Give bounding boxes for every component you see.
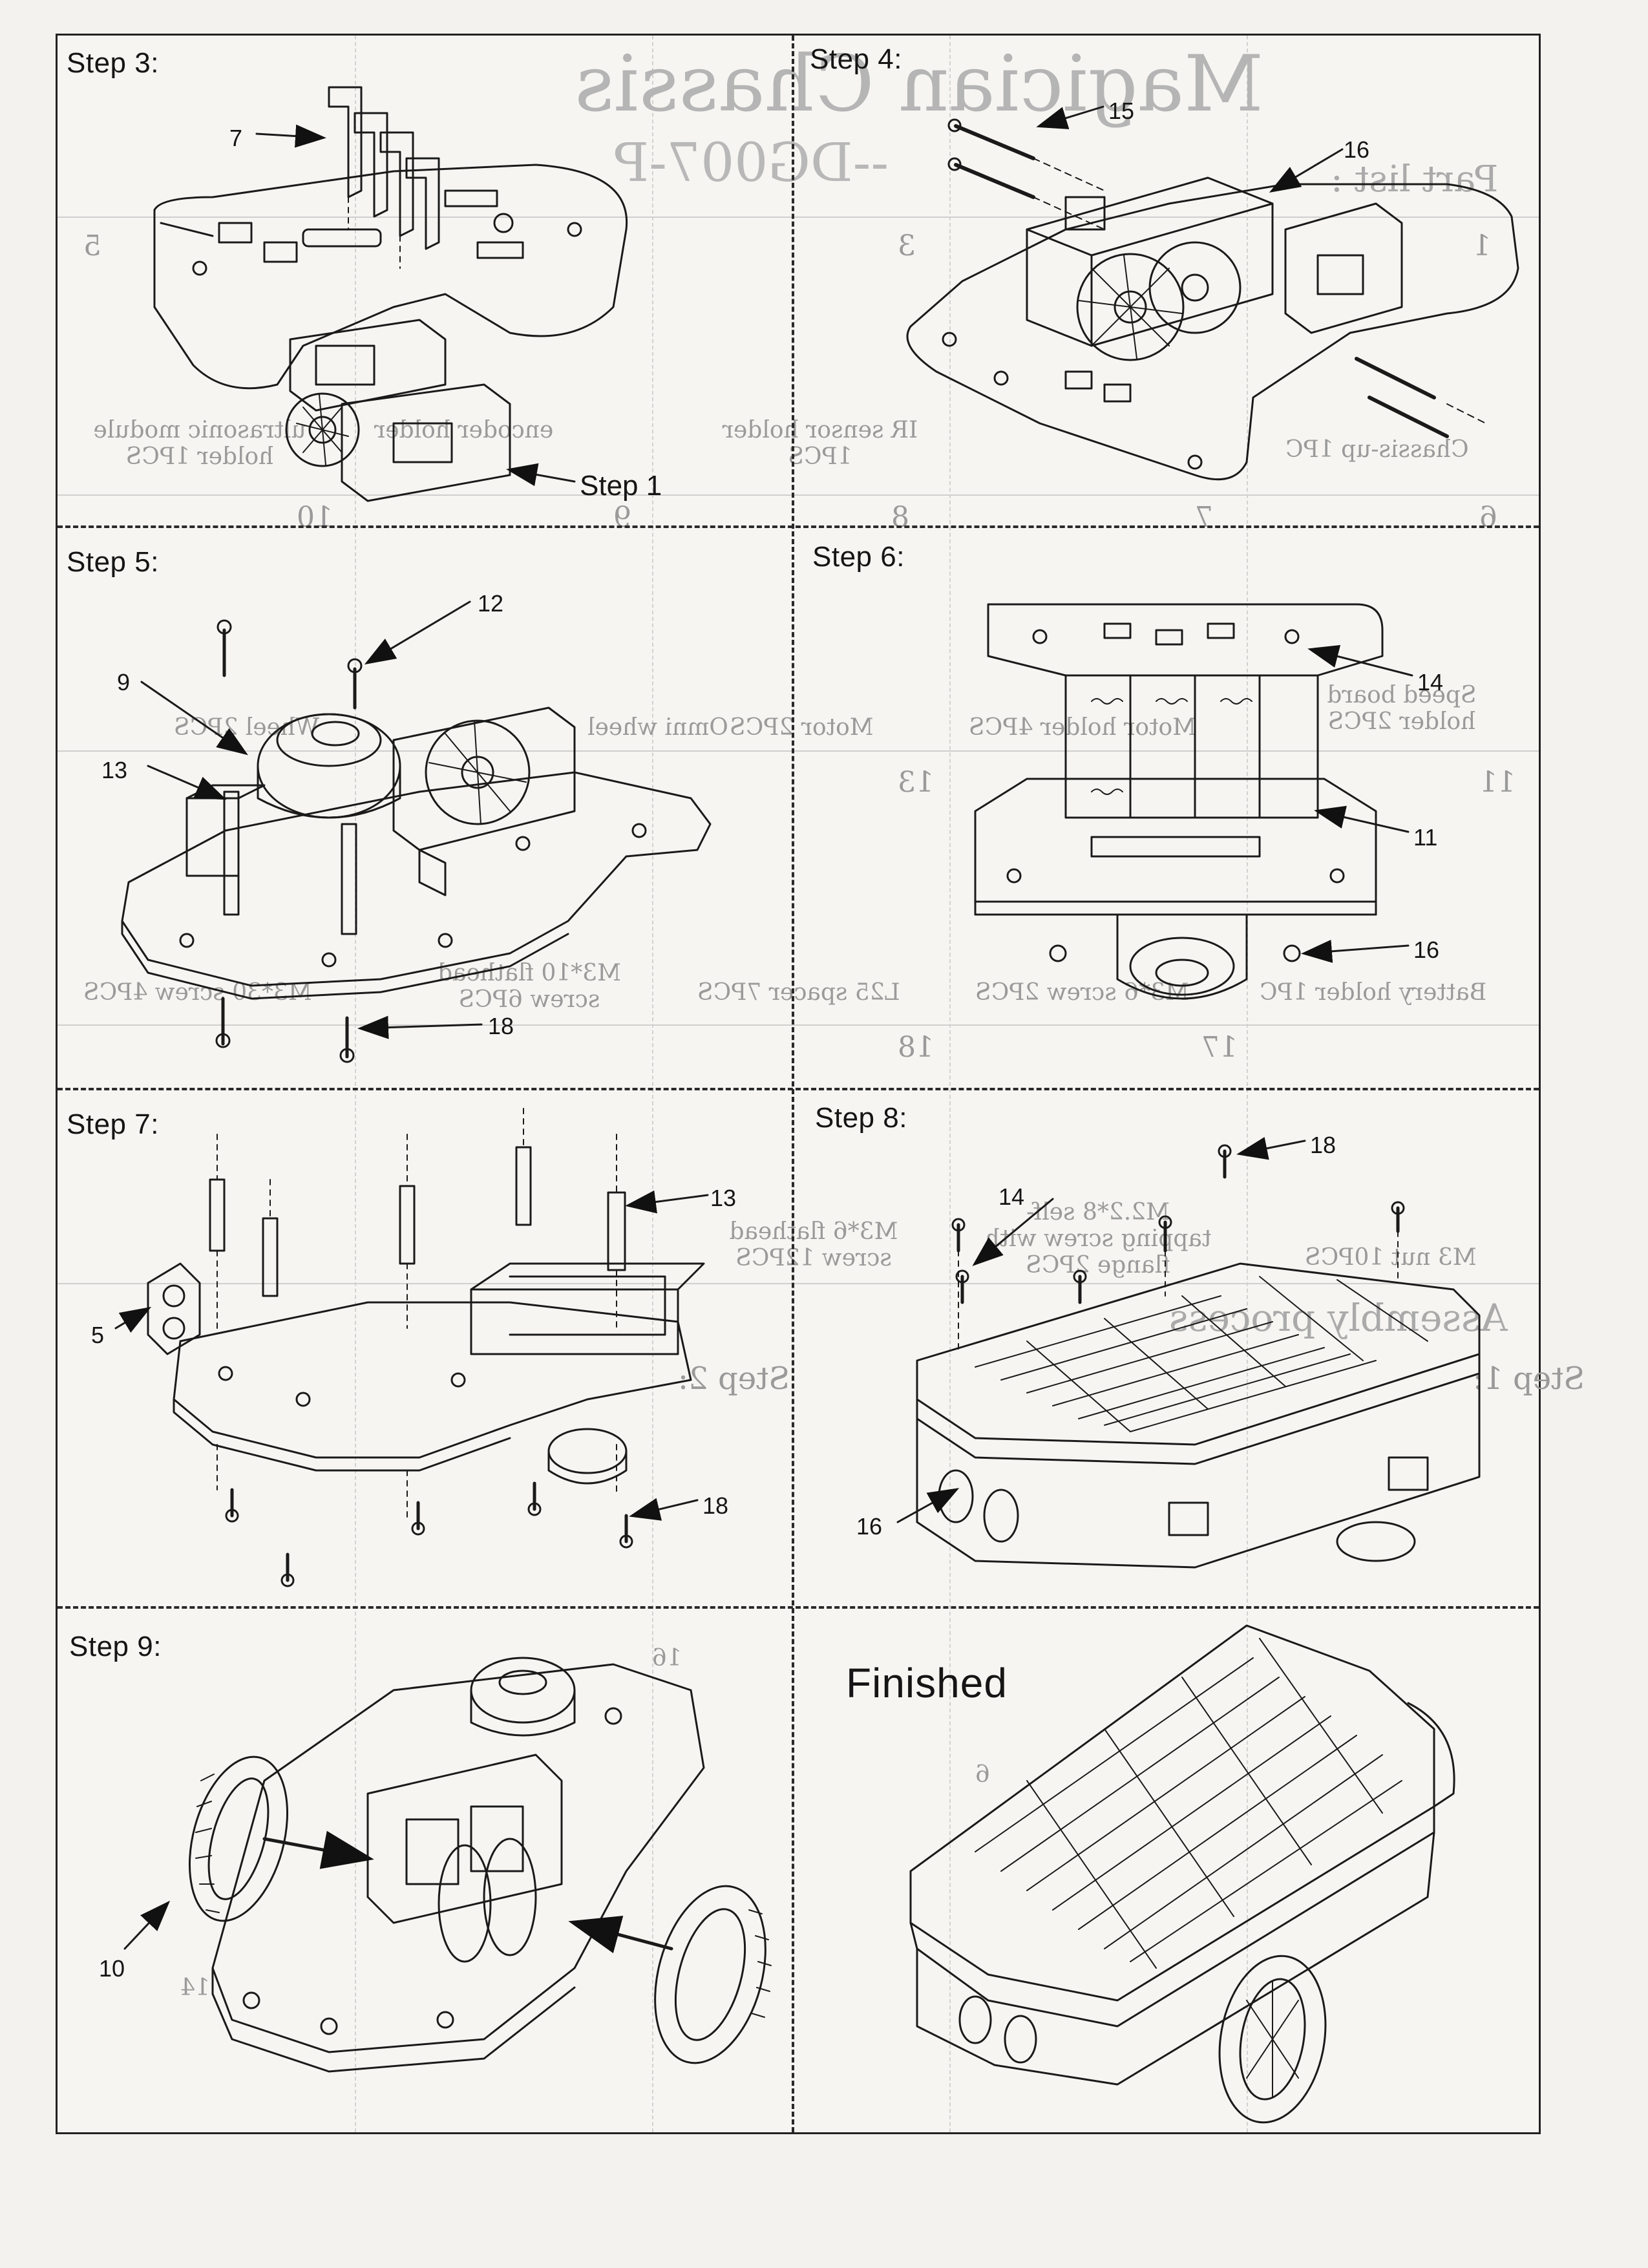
panel-divider-row3 <box>58 1606 1539 1609</box>
instruction-sheet: Magician Chassis --DG007-P Part list : A… <box>56 34 1585 2134</box>
step7-label: Step 7: <box>67 1108 159 1140</box>
step4-illustration <box>906 105 1519 481</box>
callout-part-18: 18 <box>1310 1132 1336 1158</box>
callout-part-7: 7 <box>229 125 243 151</box>
bleed-grid-line <box>1247 36 1248 2132</box>
callout-part-18: 18 <box>703 1492 729 1519</box>
step5-label: Step 5: <box>67 546 159 578</box>
panel-divider-row2 <box>58 1088 1539 1090</box>
callout-part-15: 15 <box>1108 98 1135 124</box>
bleed-grid-line <box>355 36 356 2132</box>
callout-part-16: 16 <box>1344 136 1370 163</box>
callout-part-12: 12 <box>478 590 504 617</box>
step9-label: Step 9: <box>69 1631 162 1662</box>
bleed-grid-line <box>58 1024 1539 1026</box>
bleed-grid-line <box>58 217 1539 218</box>
step9-illustration <box>123 1657 772 2073</box>
step3-illustration <box>153 86 628 502</box>
callout-part-14: 14 <box>998 1183 1025 1210</box>
callout-part-5: 5 <box>91 1322 105 1348</box>
panel-divider-row1 <box>58 525 1539 528</box>
step7-illustration <box>114 1108 709 1587</box>
step6-label: Step 6: <box>812 541 905 573</box>
finished-label: Finished <box>846 1660 1008 1706</box>
callout-part-18: 18 <box>488 1013 514 1039</box>
step8-illustration <box>896 1137 1481 1569</box>
callout-step1: Step 1 <box>580 470 662 502</box>
callout-part-13: 13 <box>710 1185 737 1211</box>
bleed-grid-line <box>949 36 951 2132</box>
callout-part-16: 16 <box>856 1513 883 1540</box>
step3-label: Step 3: <box>67 47 159 79</box>
callout-part-13: 13 <box>101 757 128 783</box>
callout-part-9: 9 <box>117 669 131 695</box>
bleed-grid-line <box>58 750 1539 752</box>
callout-part-14: 14 <box>1417 669 1444 695</box>
callout-part-11: 11 <box>1413 824 1438 851</box>
step8-label: Step 8: <box>815 1102 907 1134</box>
finished-illustration <box>909 1624 1455 2124</box>
bleed-grid-line <box>58 1283 1539 1284</box>
callout-part-16: 16 <box>1413 937 1440 963</box>
step4-label: Step 4: <box>810 43 902 75</box>
assembly-illustrations <box>114 86 1519 2124</box>
step6-illustration <box>974 603 1413 1000</box>
panel-divider-vertical <box>792 36 794 2132</box>
step5-illustration <box>121 600 712 1063</box>
callout-part-10: 10 <box>99 1955 125 1982</box>
bleed-grid-line <box>58 494 1539 496</box>
bleed-grid-line <box>652 36 653 2132</box>
